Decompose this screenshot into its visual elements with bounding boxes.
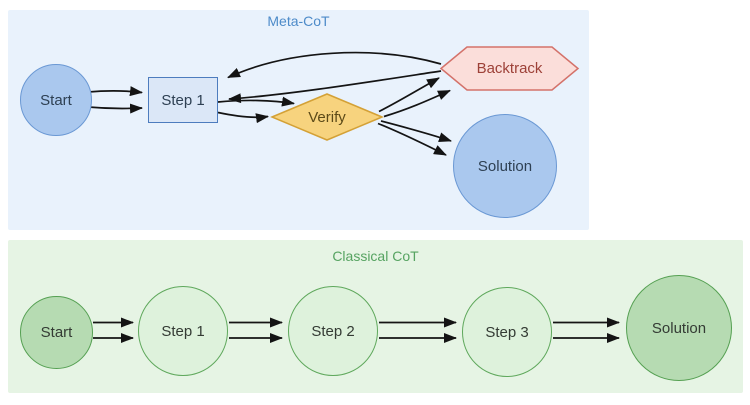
classical-start-node: Start — [20, 296, 93, 369]
meta-solution-label: Solution — [477, 157, 533, 175]
classical-step1-node: Step 1 — [138, 286, 228, 376]
backtrack-label: Backtrack — [476, 60, 543, 77]
meta-solution-node: Solution — [453, 114, 557, 218]
classical-step3-node: Step 3 — [462, 287, 552, 377]
classical-cot-title: Classical CoT — [332, 248, 419, 264]
meta-cot-title: Meta-CoT — [267, 13, 330, 29]
meta-step1-label: Step 1 — [161, 91, 205, 109]
verify-label: Verify — [308, 108, 346, 126]
meta-start-label: Start — [40, 91, 72, 109]
classical-step2-node: Step 2 — [288, 286, 378, 376]
classical-step3-label: Step 3 — [485, 323, 529, 341]
classical-step1-label: Step 1 — [161, 322, 205, 340]
classical-solution-node: Solution — [626, 275, 732, 381]
meta-start-node: Start — [20, 64, 92, 136]
classical-start-label: Start — [40, 324, 73, 341]
meta-step1-node: Step 1 — [148, 77, 218, 123]
classical-solution-label: Solution — [651, 319, 707, 337]
classical-step2-label: Step 2 — [311, 322, 355, 340]
